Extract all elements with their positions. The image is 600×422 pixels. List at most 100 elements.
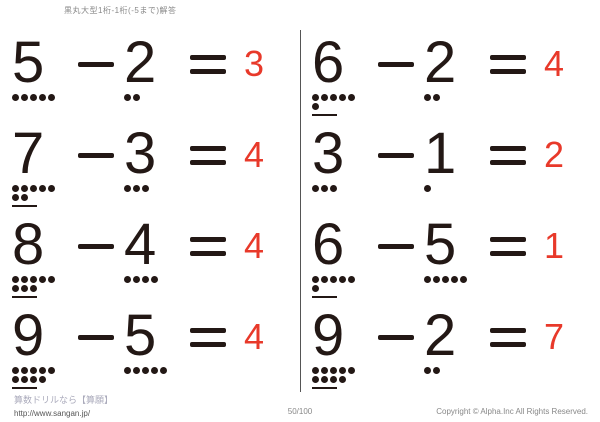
dot-group [424, 276, 482, 285]
subtrahend-block: 2 [424, 34, 482, 103]
equals-sign [490, 36, 528, 74]
subtrahend-digit: 4 [124, 212, 157, 277]
dot-group [424, 367, 482, 376]
dot [142, 185, 149, 192]
sign-bar [190, 160, 226, 165]
minuend-digit: 8 [12, 212, 45, 277]
dot-row [424, 185, 482, 194]
minus-sign [78, 127, 116, 158]
dot [433, 367, 440, 374]
dot [348, 367, 355, 374]
dot-group [312, 94, 370, 112]
dots-underline [312, 387, 337, 389]
page-number: 50/100 [287, 407, 313, 416]
dot [124, 367, 131, 374]
answer-value: 2 [544, 134, 565, 175]
dot-row [12, 185, 70, 194]
dot [339, 94, 346, 101]
equals-sign [190, 309, 228, 347]
dot-row [424, 94, 482, 103]
dot [330, 276, 337, 283]
dot-group [124, 276, 182, 285]
minuend-block: 5 [12, 30, 70, 103]
minuend-digit: 9 [312, 303, 345, 368]
subtrahend-digit: 2 [124, 30, 157, 95]
sign-bar [490, 146, 526, 151]
dot-row [12, 285, 70, 294]
dot-group [312, 367, 370, 385]
dot [321, 94, 328, 101]
dot [12, 94, 19, 101]
dot-row [312, 94, 370, 103]
minuend-digit: 7 [12, 121, 45, 186]
dot [133, 185, 140, 192]
minuend-digit: 6 [312, 212, 345, 277]
sign-bar [490, 328, 526, 333]
equals-sign [490, 127, 528, 165]
dot [39, 376, 46, 383]
minus-sign [78, 218, 116, 249]
dots-underline [312, 296, 337, 298]
minuend-digit: 5 [12, 30, 45, 95]
dot [151, 367, 158, 374]
dot [21, 285, 28, 292]
equals-sign [490, 218, 528, 256]
dot-row [12, 194, 70, 203]
dots-underline [12, 296, 37, 298]
copyright: Copyright © Alpha.Inc All Rights Reserve… [436, 407, 588, 416]
dot-row [124, 185, 182, 194]
dot [12, 376, 19, 383]
sign-bar [78, 153, 114, 158]
equals-sign [490, 309, 528, 347]
dot-row [12, 94, 70, 103]
dot [21, 376, 28, 383]
subtrahend-block: 4 [124, 212, 182, 285]
dot [21, 94, 28, 101]
problem-row: 3 1 2 [300, 121, 600, 218]
dot [348, 94, 355, 101]
equals-sign [190, 127, 228, 165]
equals-sign [190, 218, 228, 256]
minuend-digit: 3 [312, 121, 345, 186]
subtrahend-block: 3 [124, 125, 182, 194]
problem-row: 5 2 3 [0, 30, 300, 127]
dot [12, 276, 19, 283]
subtrahend-block: 1 [424, 125, 482, 194]
sign-bar [490, 237, 526, 242]
minus-sign [378, 36, 416, 67]
problem-row: 8 4 4 [0, 212, 300, 309]
dots-underline [312, 114, 337, 116]
dot [39, 276, 46, 283]
dot [133, 367, 140, 374]
dot-row [312, 185, 370, 194]
dot [442, 276, 449, 283]
sign-bar [378, 335, 414, 340]
dot-row [12, 376, 70, 385]
dot-row [424, 367, 482, 376]
site-url: http://www.sangan.jp/ [14, 409, 91, 418]
subtrahend-digit: 5 [424, 212, 457, 277]
sign-bar [78, 244, 114, 249]
answer-value: 3 [244, 43, 265, 84]
dot [321, 367, 328, 374]
minus-sign [378, 127, 416, 158]
dot-row [312, 367, 370, 376]
dot [39, 94, 46, 101]
sign-bar [490, 55, 526, 60]
answer-value: 1 [544, 225, 565, 266]
dot-group [12, 94, 70, 103]
dot-group [312, 276, 370, 294]
dot [433, 94, 440, 101]
subtrahend-block: 2 [124, 30, 182, 103]
dot [330, 367, 337, 374]
dot-group [12, 367, 70, 385]
answer-value: 4 [244, 225, 265, 266]
dot [321, 185, 328, 192]
sign-bar [490, 69, 526, 74]
dot [124, 185, 131, 192]
dot [21, 276, 28, 283]
